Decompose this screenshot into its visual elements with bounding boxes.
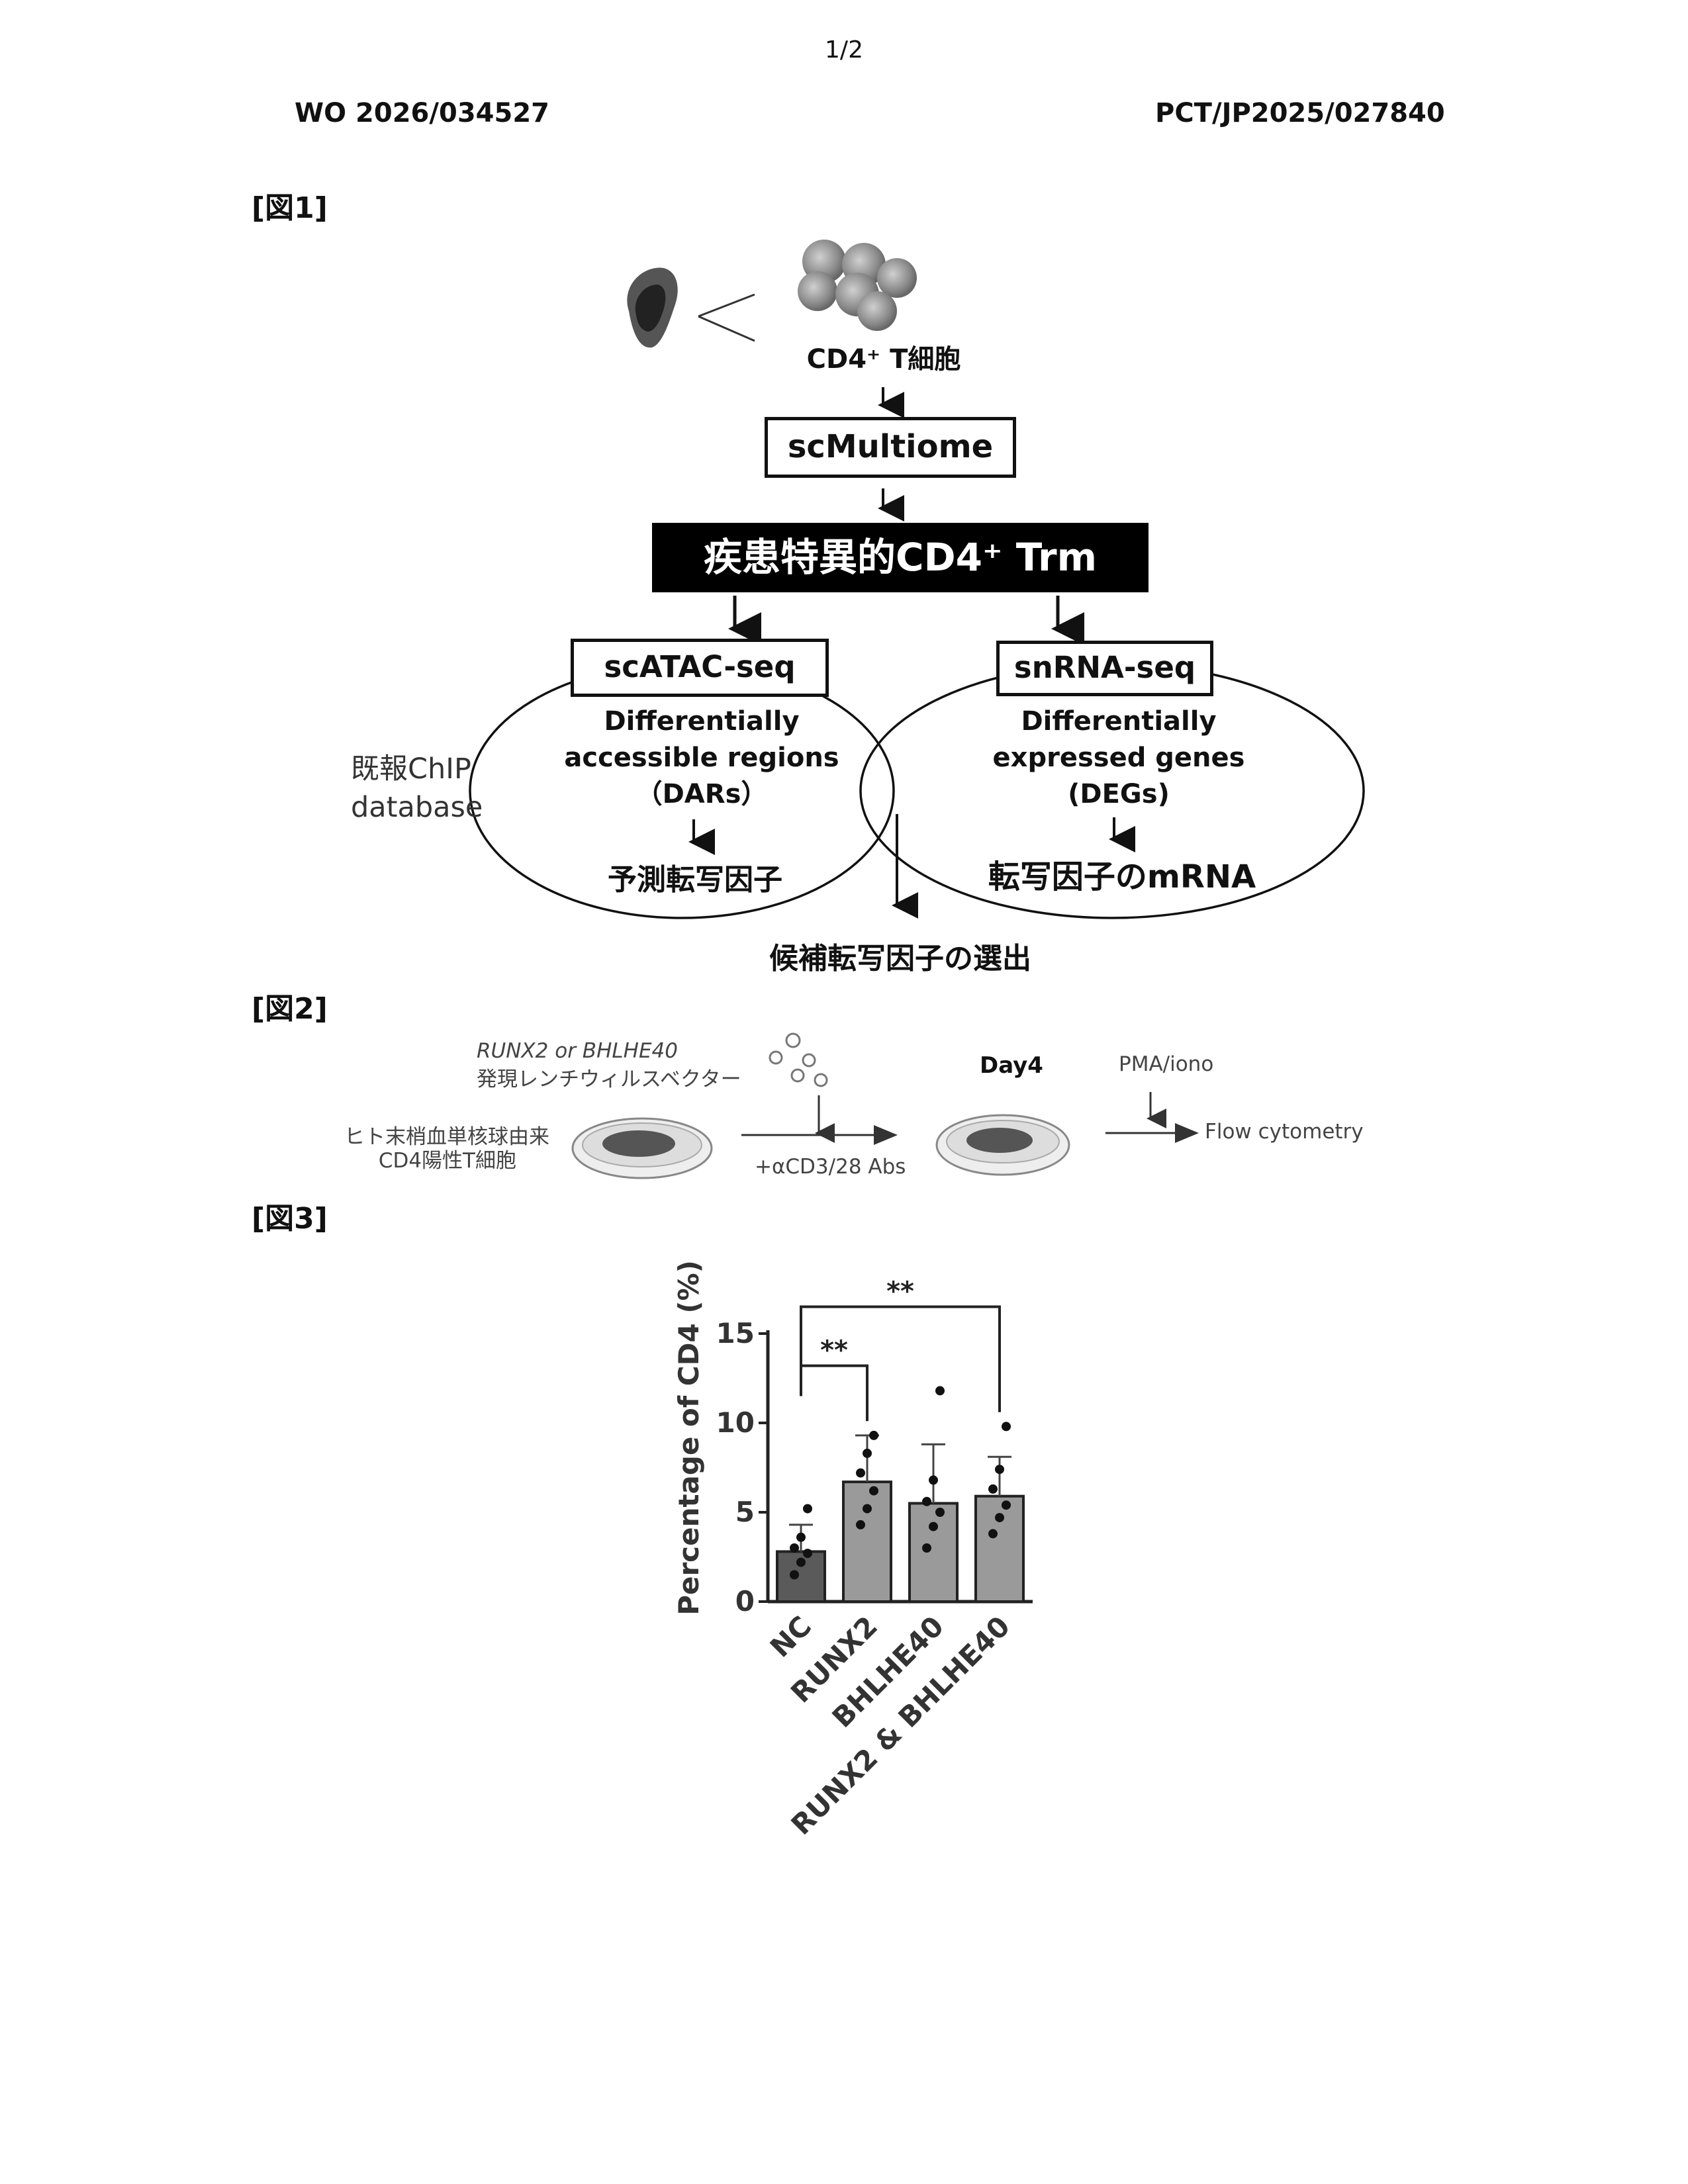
data-point — [790, 1570, 799, 1580]
data-point — [796, 1533, 806, 1542]
data-point — [869, 1486, 878, 1496]
data-point — [929, 1522, 938, 1531]
significance-bracket — [801, 1366, 867, 1422]
y-tick-label: 5 — [735, 1496, 755, 1528]
candidate-tf-selection: 候補転写因子の選出 — [715, 934, 1086, 977]
scatac-seq-box: scATAC-seq — [571, 639, 829, 697]
data-point — [988, 1484, 998, 1494]
chip-line-2: database — [351, 788, 516, 827]
significance-label: ** — [820, 1336, 848, 1366]
tf-mrna-label: 転写因子のmRNA — [966, 850, 1278, 897]
dar-line-2: accessible regions — [536, 740, 867, 776]
bar — [976, 1496, 1023, 1602]
data-point — [803, 1504, 812, 1514]
data-point — [790, 1543, 799, 1553]
bar-chart: 051015Percentage of CD4 (%)NCRUNX2BHLHE4… — [635, 1224, 1165, 1899]
data-point — [922, 1543, 931, 1553]
deg-description: Differentially expressed genes (DEGs) — [947, 704, 1291, 813]
zoom-lines — [698, 295, 755, 341]
figure-1-graphics — [0, 0, 1688, 993]
deg-line-3: (DEGs) — [947, 776, 1291, 813]
culture-dish-2-icon — [937, 1115, 1069, 1175]
deg-line-2: expressed genes — [947, 740, 1291, 776]
dar-line-3: （DARs） — [536, 776, 867, 813]
y-tick-label: 10 — [716, 1406, 755, 1439]
culture-dish-1-icon — [573, 1118, 712, 1178]
data-point — [863, 1449, 872, 1458]
bar — [843, 1482, 891, 1602]
data-point — [929, 1475, 938, 1484]
data-point — [1002, 1500, 1011, 1510]
data-point — [856, 1469, 865, 1478]
data-point — [1002, 1422, 1011, 1431]
chip-database-label: 既報ChIP database — [351, 750, 516, 827]
vector-type-label: 発現レンチウィルスベクター — [477, 1062, 741, 1092]
data-point — [803, 1549, 812, 1558]
lentivirus-icon — [770, 1034, 827, 1086]
snrna-seq-box: snRNA-seq — [996, 641, 1213, 696]
data-point — [988, 1529, 998, 1538]
category-label: NC — [764, 1610, 818, 1663]
vector-line-1: RUNX2 or BHLHE40 — [477, 1039, 678, 1063]
y-axis-label: Percentage of CD4 (%) — [673, 1260, 705, 1615]
antibody-label: +αCD3/28 Abs — [755, 1155, 906, 1179]
predicted-tf-label: 予測転写因子 — [563, 856, 827, 898]
scmultiome-box: scMultiome — [765, 417, 1016, 478]
cd4-cell-cluster-icon — [798, 240, 917, 331]
data-point — [995, 1465, 1004, 1474]
tissue-icon — [627, 267, 677, 347]
data-point — [935, 1386, 945, 1395]
data-point — [995, 1513, 1004, 1522]
day4-label: Day4 — [980, 1052, 1043, 1079]
y-tick-label: 15 — [716, 1317, 755, 1349]
data-point — [935, 1508, 945, 1517]
significance-label: ** — [886, 1277, 914, 1307]
chip-line-1: 既報ChIP — [351, 750, 516, 788]
data-point — [796, 1558, 806, 1567]
y-tick-label: 0 — [735, 1585, 755, 1617]
data-point — [856, 1520, 865, 1529]
pma-iono-label: PMA/iono — [1119, 1052, 1213, 1076]
flow-cytometry-label: Flow cytometry — [1205, 1120, 1364, 1144]
vector-gene-label: RUNX2 or BHLHE40 — [477, 1039, 678, 1063]
figure-3-label: [図3] — [252, 1195, 328, 1237]
dar-description: Differentially accessible regions （DARs） — [536, 704, 867, 813]
data-point — [863, 1504, 872, 1514]
data-point — [869, 1431, 878, 1440]
bar — [910, 1504, 957, 1602]
dar-line-1: Differentially — [536, 704, 867, 740]
deg-line-1: Differentially — [947, 704, 1291, 740]
cd4-t-cells-label: CD4⁺ T細胞 — [774, 338, 993, 376]
disease-specific-trm-box: 疾患特異的CD4⁺ Trm — [652, 523, 1149, 592]
data-point — [922, 1497, 931, 1506]
cell-source-line-2: CD4陽性T細胞 — [338, 1144, 516, 1173]
